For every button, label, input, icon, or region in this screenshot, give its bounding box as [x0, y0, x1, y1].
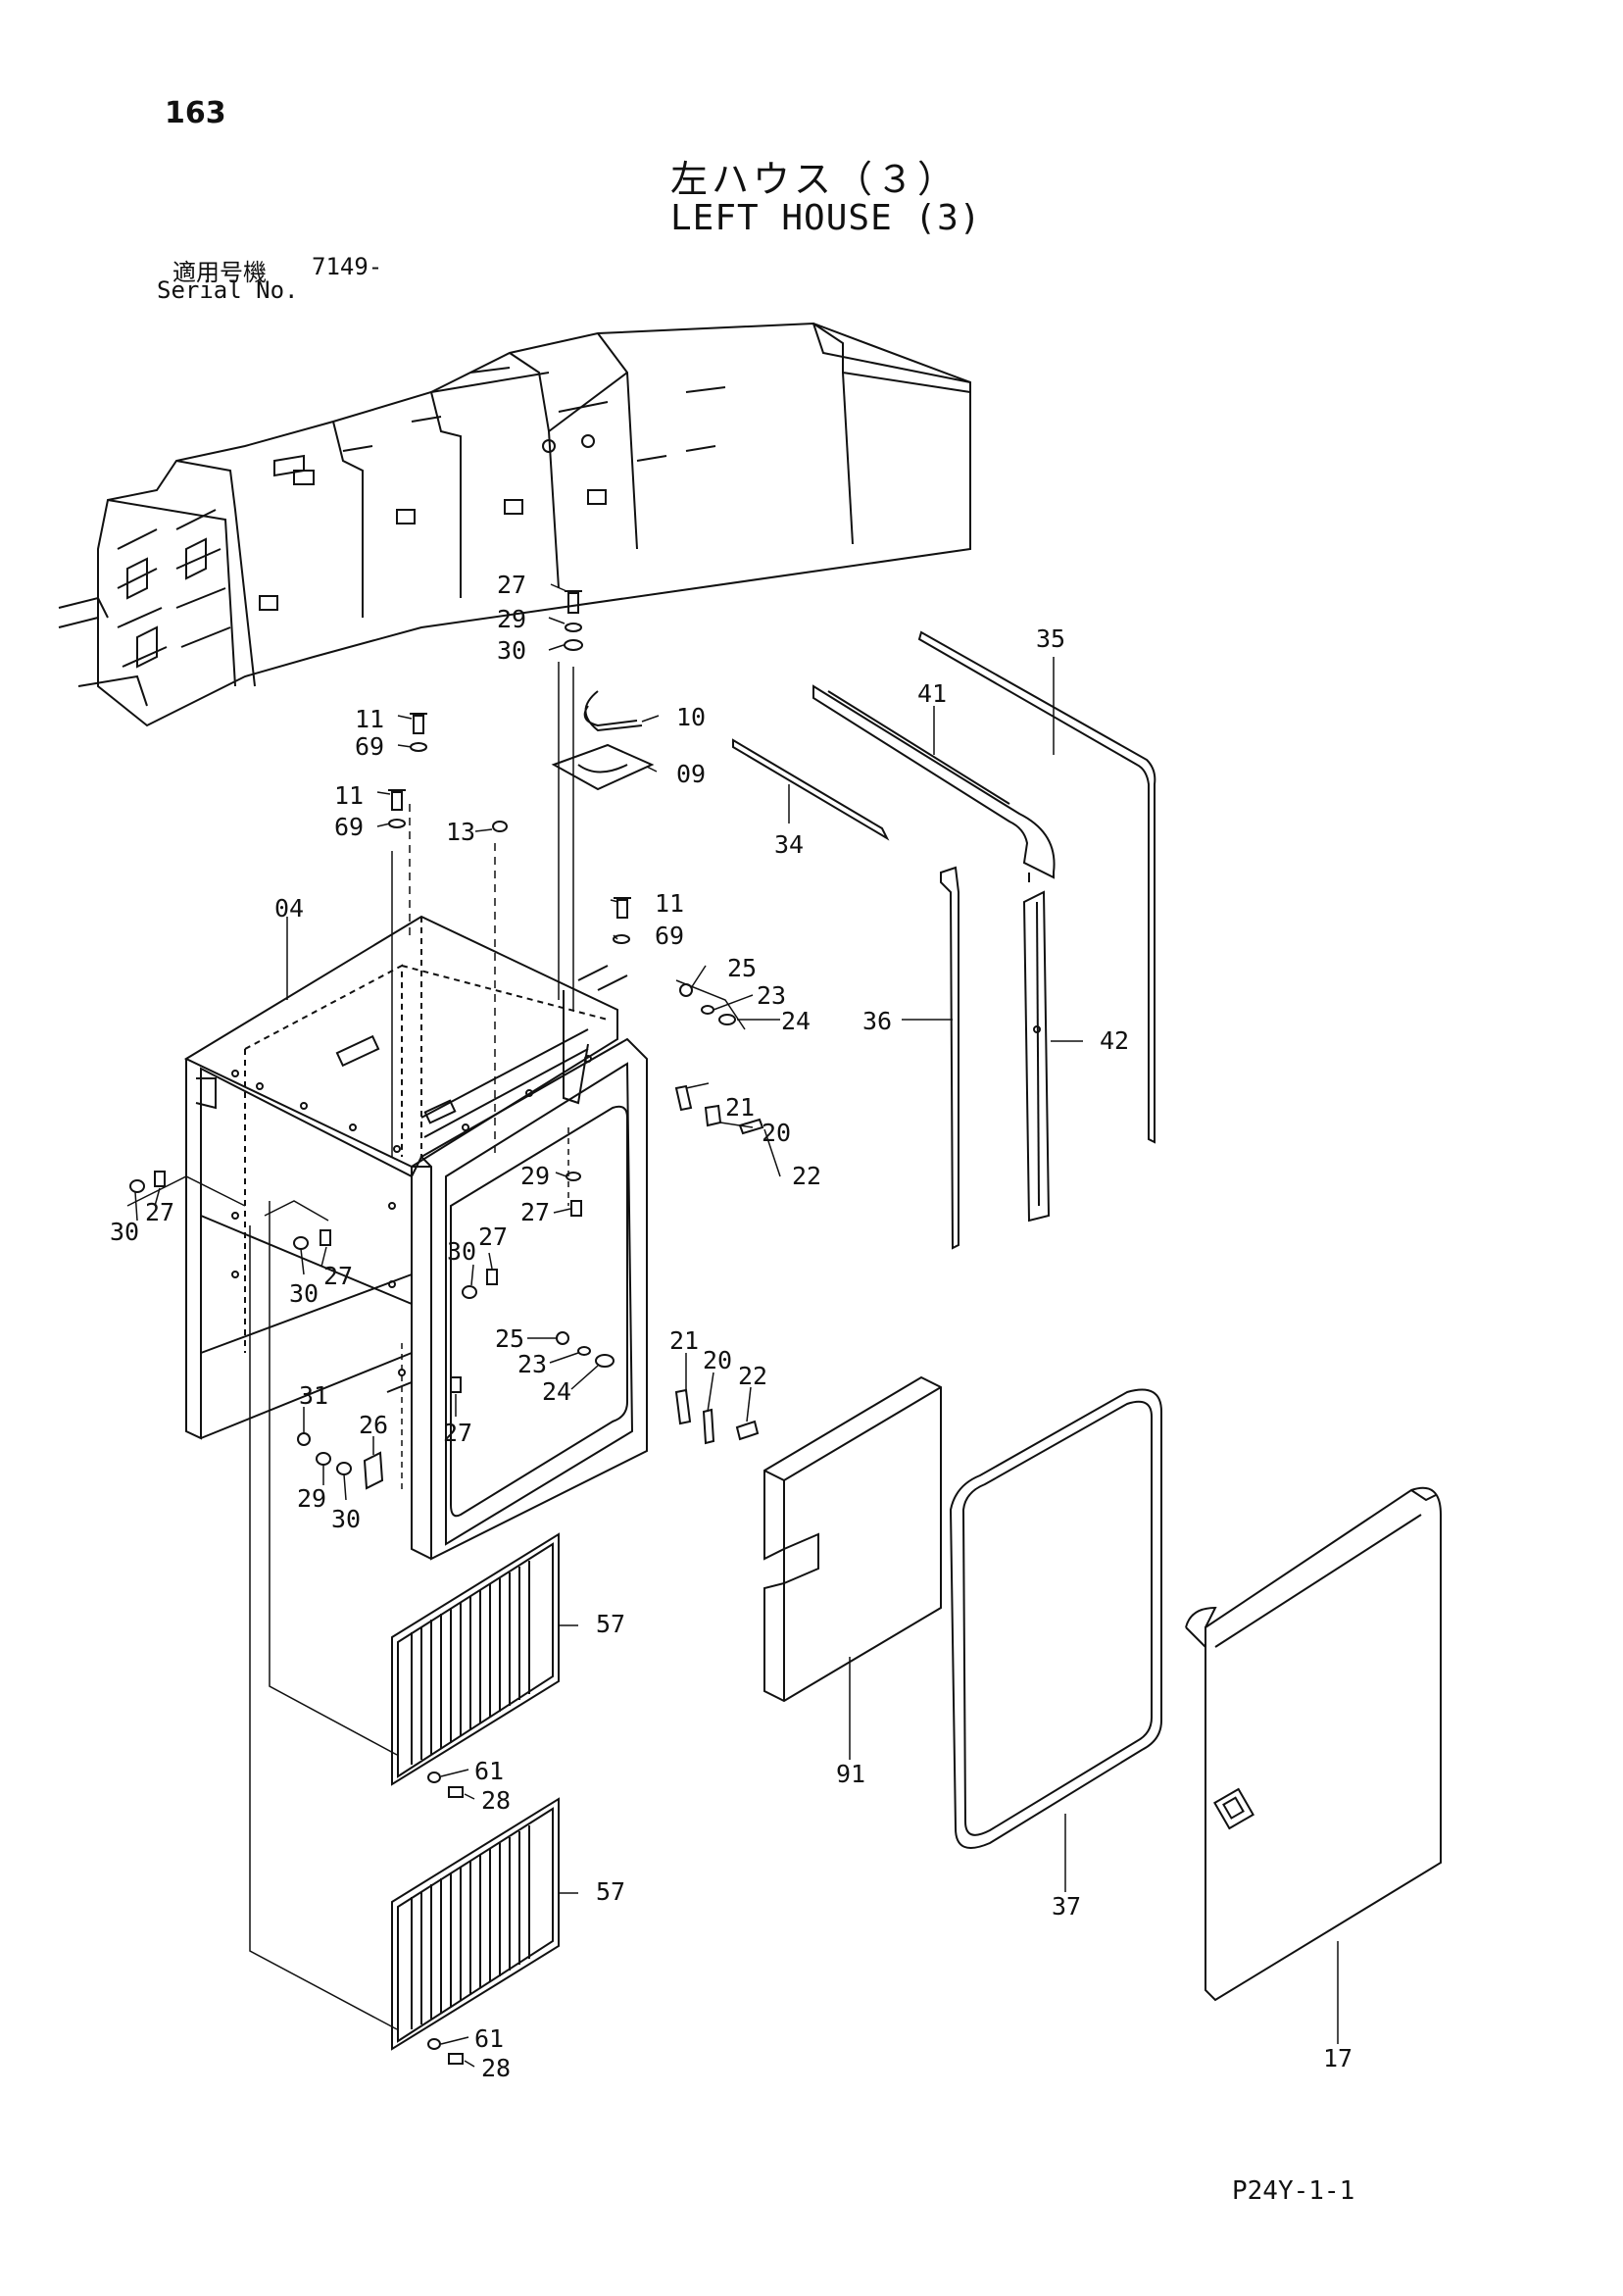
part-label-69: 69	[655, 922, 684, 950]
side-door-17	[1185, 1486, 1442, 2002]
part-label-29: 29	[297, 1484, 326, 1513]
serial-number-value: 7149-	[312, 253, 383, 280]
seal-strip-35	[917, 630, 1156, 1144]
part-label-20: 20	[703, 1346, 732, 1374]
part-label-27: 27	[145, 1198, 174, 1226]
seal-channel-42	[1022, 890, 1051, 1223]
part-label-21: 21	[725, 1093, 755, 1122]
part-label-57: 57	[596, 1877, 625, 1906]
part-label-23: 23	[517, 1350, 547, 1378]
insulation-pad-91	[763, 1375, 942, 1703]
footer-code: P24Y-1-1	[1232, 2176, 1355, 2206]
part-label-30: 30	[497, 636, 526, 665]
part-label-27: 27	[478, 1223, 508, 1251]
door-seal-37	[949, 1388, 1162, 1849]
louver-panel-57-upper	[391, 1532, 560, 1786]
part-label-34: 34	[774, 830, 804, 859]
part-label-25: 25	[727, 954, 757, 982]
part-label-24: 24	[542, 1377, 571, 1406]
part-label-22: 22	[792, 1162, 821, 1190]
part-label-31: 31	[299, 1381, 328, 1410]
part-label-04: 04	[274, 894, 304, 923]
part-label-17: 17	[1323, 2044, 1352, 2072]
part-label-91: 91	[836, 1760, 865, 1788]
part-label-30: 30	[331, 1505, 361, 1533]
leader-lines	[134, 583, 1339, 2068]
part-label-11: 11	[334, 781, 364, 810]
part-label-27: 27	[497, 571, 526, 599]
part-label-42: 42	[1100, 1026, 1129, 1055]
part-label-23: 23	[757, 981, 786, 1010]
part-label-11: 11	[655, 889, 684, 918]
serial-label-japanese: 適用号機	[172, 259, 267, 286]
part-label-69: 69	[355, 732, 384, 761]
part-label-30: 30	[447, 1237, 476, 1266]
part-label-27: 27	[443, 1419, 472, 1447]
page-number: 163	[165, 96, 226, 130]
part-label-36: 36	[862, 1007, 892, 1035]
alignment-lines	[126, 662, 746, 2030]
part-label-30: 30	[110, 1218, 139, 1246]
part-label-61: 61	[474, 2024, 504, 2053]
bracket-09	[551, 743, 655, 791]
part-label-21: 21	[669, 1326, 699, 1355]
part-labels: 04 27 29 30 10 09 11 69 11 69 13 11 69 2…	[110, 571, 1352, 2082]
part-label-20: 20	[762, 1119, 791, 1147]
seal-strip-36	[940, 866, 959, 1250]
machine-overview-illustration	[58, 322, 971, 727]
seal-strip-34	[732, 738, 890, 841]
part-label-28: 28	[481, 2054, 511, 2082]
part-label-37: 37	[1052, 1892, 1081, 1921]
part-label-27: 27	[323, 1262, 353, 1290]
part-label-26: 26	[359, 1411, 388, 1439]
part-label-25: 25	[495, 1324, 524, 1353]
part-label-29: 29	[520, 1162, 550, 1190]
part-label-61: 61	[474, 1757, 504, 1785]
part-label-28: 28	[481, 1786, 511, 1815]
part-label-35: 35	[1036, 624, 1065, 653]
house-frame-04	[183, 915, 648, 1561]
seal-channel-41	[812, 684, 1056, 882]
part-label-29: 29	[497, 605, 526, 633]
part-label-69: 69	[334, 813, 364, 841]
part-label-09: 09	[676, 760, 706, 788]
part-label-24: 24	[781, 1007, 811, 1035]
u-clamp-10	[583, 690, 643, 732]
serial-label-english: Serial No.	[157, 276, 299, 304]
part-label-27: 27	[520, 1198, 550, 1226]
part-label-57: 57	[596, 1610, 625, 1638]
page-title-japanese: 左ハウス（３）	[670, 158, 959, 201]
part-label-30: 30	[289, 1279, 319, 1308]
page-title-english: LEFT HOUSE (3)	[670, 198, 982, 238]
part-label-10: 10	[676, 703, 706, 731]
part-label-22: 22	[738, 1362, 767, 1390]
part-label-11: 11	[355, 705, 384, 733]
part-label-13: 13	[446, 818, 475, 846]
part-label-41: 41	[917, 679, 947, 708]
louver-panel-57-lower	[391, 1797, 560, 2051]
